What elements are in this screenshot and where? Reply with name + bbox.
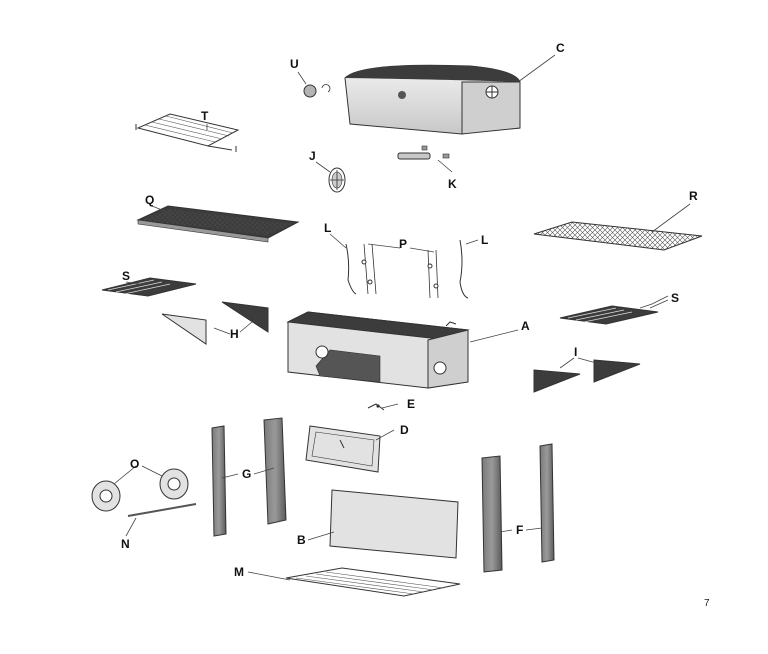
label-e: E [407, 397, 416, 411]
leg-left-part [211, 417, 287, 537]
label-s-left: S [122, 269, 131, 283]
burner-assembly-part [345, 239, 469, 299]
front-panel-part [329, 489, 459, 559]
label-k: K [448, 177, 457, 191]
firebox-part [286, 311, 470, 389]
side-shelf-right-part [559, 305, 659, 325]
label-l-left: L [324, 221, 332, 235]
label-g: G [242, 467, 252, 481]
bottom-shelf-part [285, 567, 461, 597]
label-n: N [121, 537, 130, 551]
label-b: B [297, 533, 306, 547]
burner-tube-part [397, 145, 450, 160]
label-f: F [516, 523, 524, 537]
grease-tray-part [136, 205, 300, 243]
side-bracket-right-part [533, 359, 641, 393]
side-shelf-left-part [101, 277, 197, 297]
lid-part [344, 64, 521, 135]
label-a: A [521, 319, 530, 333]
wheel-part [91, 468, 189, 512]
leg-right-part [481, 443, 555, 573]
label-q: Q [145, 193, 155, 207]
cooking-grate-part [533, 221, 703, 251]
control-panel-part [305, 425, 381, 473]
side-bracket-left-part [161, 301, 269, 345]
label-t: T [201, 109, 209, 123]
label-h: H [230, 327, 239, 341]
warming-rack-part [135, 113, 240, 152]
label-u: U [290, 57, 299, 71]
leader-lines [113, 54, 691, 581]
label-m: M [234, 565, 244, 579]
label-d: D [400, 423, 409, 437]
label-r: R [689, 189, 698, 203]
page-number: 7 [704, 598, 710, 609]
thermometer-part [303, 84, 331, 98]
axle-part [127, 503, 197, 517]
label-o: O [130, 457, 140, 471]
control-knob-part [328, 167, 346, 193]
label-j: J [309, 149, 316, 163]
label-p: P [399, 237, 408, 251]
igniter-part [367, 403, 385, 411]
label-i: I [574, 345, 578, 359]
label-s-right: S [671, 291, 680, 305]
label-c: C [556, 41, 565, 55]
label-l-right: L [481, 233, 489, 247]
